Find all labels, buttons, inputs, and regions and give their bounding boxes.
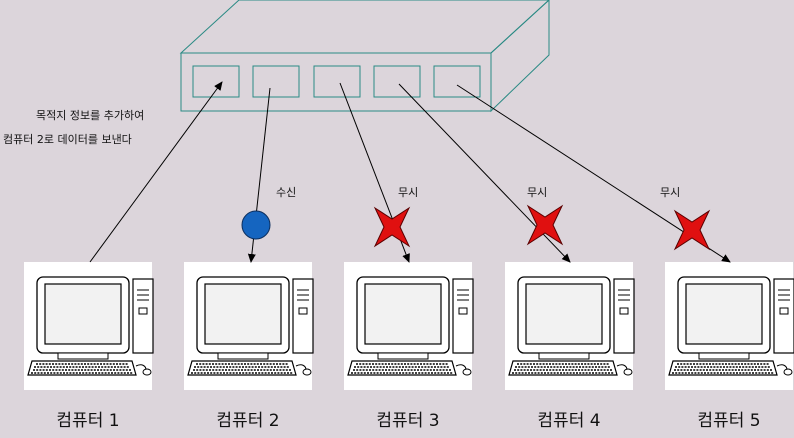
received-marker-icon <box>241 210 271 240</box>
computer-label-4: 컴퓨터 4 <box>537 411 601 431</box>
status-label-computer-4: 무시 <box>527 186 548 199</box>
computer-label-5: 컴퓨터 5 <box>697 411 761 431</box>
computer-4-icon <box>504 261 635 391</box>
status-label-computer-2: 수신 <box>276 186 297 199</box>
status-label-computer-3: 무시 <box>398 186 419 199</box>
network-hub-icon <box>179 0 550 113</box>
computer-2-icon <box>183 261 314 391</box>
ignored-marker-icon-3 <box>373 206 411 248</box>
hub-port-1 <box>192 65 240 98</box>
send-line-computer-1 <box>89 81 223 263</box>
status-label-computer-5: 무시 <box>660 186 681 199</box>
computer-1-icon <box>23 261 154 391</box>
ignored-marker-icon-5 <box>673 209 711 251</box>
computer-label-3: 컴퓨터 3 <box>376 411 440 431</box>
computer-3-icon <box>343 261 474 391</box>
hub-port-5 <box>433 65 481 98</box>
hub-port-3 <box>313 65 361 98</box>
ignored-marker-icon-4 <box>526 204 564 246</box>
annotation-line-1: 목적지 정보를 추가하여 <box>36 109 145 122</box>
computer-label-1: 컴퓨터 1 <box>56 411 120 431</box>
annotation-line-2: 컴퓨터 2로 데이터를 보낸다 <box>3 133 132 146</box>
hub-port-2 <box>252 65 300 98</box>
computer-label-2: 컴퓨터 2 <box>216 411 280 431</box>
hub-port-4 <box>373 65 421 98</box>
computer-5-icon <box>664 261 794 391</box>
